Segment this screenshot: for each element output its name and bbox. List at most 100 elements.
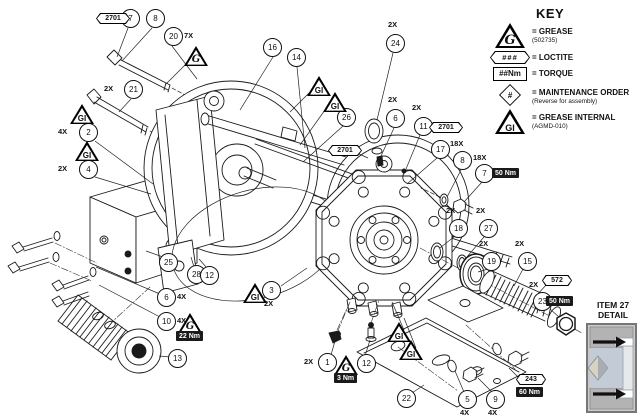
grease-internal-symbol-key: GI [495, 109, 525, 134]
torque-flag-50nm-a: 50 Nm [492, 168, 520, 178]
grease-symbol-b: G [178, 313, 202, 333]
detail-cross-section [586, 322, 637, 413]
loctite-value: 2701 [105, 15, 121, 22]
key-title: KEY [536, 6, 565, 21]
grease-internal-glyph: GI [314, 86, 324, 95]
balloon-item-24: 24 [386, 34, 405, 53]
qty-2x-item27: 2X [476, 206, 486, 215]
qty-2x-item3: 2X [264, 299, 274, 308]
balloon-item-18: 18 [449, 219, 468, 238]
item-27-detail-inset: ITEM 27 DETAIL [586, 300, 640, 413]
grease-internal-symbol-b: GI [75, 141, 99, 161]
balloon-item-14: 14 [287, 48, 306, 67]
grease-internal-glyph: GI [394, 332, 404, 341]
grease-symbol-key: G [495, 23, 525, 48]
loctite-glyph: ### [502, 53, 518, 62]
grease-internal-glyph: GI [330, 102, 340, 111]
oil-cooler [58, 287, 161, 373]
maintenance-glyph: # [507, 90, 513, 100]
balloon-item-8b: 8 [453, 151, 472, 170]
grease-path-arrow-top [593, 336, 626, 348]
qty-4x-item2: 4X [58, 127, 68, 136]
grease-path-arrow-bottom [593, 388, 626, 400]
left-bolts [8, 232, 131, 308]
key-loctite-text: = LOCTITE [532, 53, 574, 62]
grease-glyph: G [185, 321, 195, 332]
qty-4x-item10: 4X [177, 316, 187, 325]
grease-internal-glyph: GI [406, 350, 416, 359]
balloon-item-12: 12 [200, 266, 219, 285]
qty-2x-item21: 2X [104, 84, 114, 93]
balloon-item-27: 27 [479, 219, 498, 238]
balloon-item-26: 26 [337, 108, 356, 127]
key-grease-sub: (502735) [532, 36, 558, 44]
loctite-flag-2701-b: 2701 [429, 122, 463, 133]
key-grease-internal-label: = GREASE INTERNAL(AGMD-010) [532, 109, 615, 130]
balloon-item-8: 8 [146, 9, 165, 28]
qty-2x-item24: 2X [388, 20, 398, 29]
loctite-value: 243 [525, 376, 537, 383]
loctite-value: 572 [551, 277, 563, 284]
hexagon-shape [516, 374, 546, 385]
torque-flag-22nm: 22 Nm [176, 331, 204, 341]
loctite-value: 2701 [438, 124, 454, 131]
grease-symbol-a: G [184, 46, 208, 66]
hexagon-shape [96, 13, 130, 24]
qty-2x-item11: 2X [412, 103, 422, 112]
balloon-item-6b: 6 [157, 288, 176, 307]
qty-2x-item18: 2X [446, 206, 456, 215]
balloon-item-21: 21 [124, 80, 143, 99]
key-grease-label: = GREASE(502735) [532, 23, 573, 44]
key-maintenance-label: = MAINTENANCE ORDER(Reverse for assembly… [532, 84, 629, 105]
grease-internal-symbol-c: GI [307, 76, 331, 96]
hexagon-shape [542, 275, 572, 286]
key-row-maintenance: # = MAINTENANCE ORDER(Reverse for assemb… [488, 84, 638, 106]
balloon-item-6: 6 [386, 109, 405, 128]
loctite-value: 2701 [337, 147, 353, 154]
balloon-item-1: 1 [318, 353, 337, 372]
qty-2x-item19: 2X [479, 239, 489, 248]
balloon-item-19: 19 [482, 252, 501, 271]
qty-4x-item9: 4X [488, 408, 498, 417]
hexagon-shape [429, 122, 463, 133]
key-grease-internal-text: = GREASE INTERNAL [532, 113, 616, 122]
balloon-item-15: 15 [518, 252, 537, 271]
balloon-item-5: 5 [458, 390, 477, 409]
key-panel: KEY G = GREASE(502735) ### = LOCTITE ##N… [488, 6, 638, 137]
grease-internal-symbol-d: GI [323, 92, 347, 112]
torque-flag-3nm: 3 Nm [334, 373, 358, 383]
qty-18x-item7: 18X [473, 153, 487, 162]
key-grease-text: = GREASE [532, 27, 573, 36]
qty-18x-item8: 18X [450, 139, 464, 148]
balloon-item-22: 22 [397, 389, 416, 408]
detail-title-line2: DETAIL [597, 309, 629, 320]
key-loctite-label: = LOCTITE [532, 51, 573, 63]
torque-flag-50nm-b: 50 Nm [546, 296, 574, 306]
grease-internal-symbol-a: GI [70, 104, 94, 124]
balloon-item-25: 25 [159, 253, 178, 272]
shaft-parts [420, 243, 582, 335]
key-grease-internal-sub: (AGMD-010) [532, 122, 568, 130]
balloon-item-9: 9 [486, 390, 505, 409]
qty-2x-item1: 2X [304, 357, 314, 366]
balloon-item-13: 13 [168, 349, 187, 368]
grease-glyph: G [191, 54, 201, 65]
grease-internal-glyph: GI [505, 123, 515, 133]
balloon-item-20: 20 [164, 27, 183, 46]
key-maintenance-sub: (Reverse for assembly) [532, 97, 598, 105]
gearbox-flange [316, 156, 452, 318]
torque-symbol-key: ##Nm [493, 67, 527, 81]
key-row-loctite: ### = LOCTITE [488, 51, 638, 64]
diamond-shape [499, 84, 521, 106]
hexagon-shape [328, 145, 362, 156]
grease-internal-glyph: GI [250, 293, 260, 302]
grease-internal-symbol-g: GI [399, 340, 423, 360]
grease-internal-symbol-e: GI [243, 283, 267, 303]
balloon-item-12b: 12 [357, 354, 376, 373]
grease-glyph: G [341, 363, 351, 374]
grease-internal-glyph: GI [77, 114, 87, 123]
qty-4x-item5: 4X [460, 408, 470, 417]
grease-fittings [329, 300, 379, 343]
qty-2x-item4: 2X [58, 164, 68, 173]
